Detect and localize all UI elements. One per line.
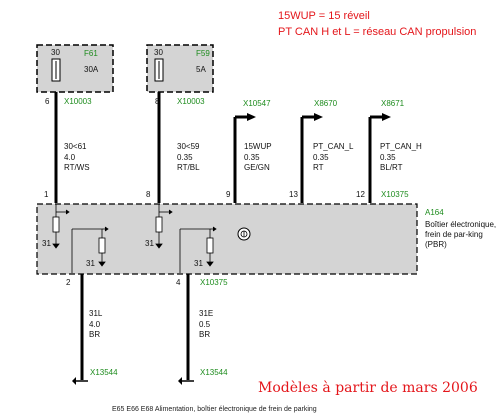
svg-text:RT: RT [313, 163, 324, 172]
ground-wire-label-2: 31E 0.5 BR [199, 309, 213, 339]
internal-resistor-3 [155, 204, 173, 249]
signal-wire-pt-can-h [368, 113, 391, 203]
wire-label-4: PT_CAN_L 0.35 RT [313, 142, 354, 172]
fuse-f61-connector: X10003 [64, 97, 92, 106]
svg-text:31E: 31E [199, 309, 213, 318]
svg-text:4.0: 4.0 [89, 320, 101, 329]
module-pin-top-9: 9 [226, 190, 231, 199]
fuse-f61-name: F61 [84, 49, 98, 58]
svg-text:30<59: 30<59 [177, 142, 200, 151]
fuse-f61-pin: 30 [51, 48, 60, 57]
svg-text:RT/WS: RT/WS [64, 163, 90, 172]
internal-resistor-2 [98, 226, 109, 267]
internal-label-31-a: 31 [42, 239, 51, 248]
header-note-2: PT CAN H et L = réseau CAN propulsion [278, 26, 476, 38]
fuse-f59-name: F59 [196, 49, 210, 58]
diagram-caption: E65 E66 E68 Alimentation, boîtier électr… [112, 406, 317, 413]
connector-x8671: X8671 [381, 99, 405, 108]
internal-label-31-c: 31 [145, 239, 154, 248]
svg-text:BR: BR [199, 330, 210, 339]
fuse-f59-connector: X10003 [177, 97, 205, 106]
fuse-f59-rating: 5A [196, 65, 206, 74]
internal-label-31-d: 31 [194, 259, 203, 268]
internal-label-31-b: 31 [86, 259, 95, 268]
fuse-box-f61: 30 F61 30A [36, 44, 114, 93]
svg-text:0.35: 0.35 [244, 153, 260, 162]
ground-wire-label-1: 31L 4.0 BR [89, 309, 103, 339]
svg-text:0.35: 0.35 [177, 153, 193, 162]
connector-x10547: X10547 [243, 99, 271, 108]
wire-label-2: 30<59 0.35 RT/BL [177, 142, 200, 172]
ground-terminal-1 [72, 377, 88, 385]
module-a164: A164 Boîtier électronique, frein de par-… [36, 203, 496, 275]
module-pin-top-1: 1 [44, 190, 49, 199]
svg-text:0.35: 0.35 [313, 153, 329, 162]
module-pin-top-8: 8 [146, 190, 151, 199]
signal-wire-pt-can-l [300, 113, 323, 203]
svg-text:4.0: 4.0 [64, 153, 76, 162]
fuse-f61-rating: 30A [84, 65, 99, 74]
svg-text:BR: BR [89, 330, 100, 339]
svg-text:BL/RT: BL/RT [380, 163, 403, 172]
svg-text:PT_CAN_H: PT_CAN_H [380, 142, 422, 151]
connector-x8670: X8670 [314, 99, 338, 108]
module-pin-top-13: 13 [289, 190, 298, 199]
ground-connector-2: X13544 [200, 368, 228, 377]
module-desc-line-2: frein de par-king [425, 230, 483, 239]
module-connector-bottom: X10375 [200, 278, 228, 287]
footer-note: Modèles à partir de mars 2006 [258, 379, 478, 396]
fuse-f59-pin: 30 [154, 48, 163, 57]
fuse-box-f59: 30 F59 5A [146, 44, 214, 93]
svg-text:GE/GN: GE/GN [244, 163, 270, 172]
module-pin-bottom-2: 2 [66, 278, 71, 287]
internal-bus [71, 228, 210, 273]
wire-label-3: 15WUP 0.35 GE/GN [244, 142, 272, 172]
module-pin-bottom-4: 4 [176, 278, 181, 287]
fuse-f61-out-pin: 6 [45, 97, 50, 106]
svg-text:31L: 31L [89, 309, 103, 318]
ground-terminal-2 [178, 377, 194, 385]
header-note-1: 15WUP = 15 réveil [278, 10, 370, 22]
signal-wire-15wup [233, 113, 256, 203]
svg-text:PT_CAN_L: PT_CAN_L [313, 142, 354, 151]
svg-text:0.35: 0.35 [380, 153, 396, 162]
internal-resistor-1 [52, 204, 70, 249]
module-desc-line-1: Boîtier électronique, [425, 220, 496, 229]
control-unit-icon [237, 227, 251, 241]
wire-label-5: PT_CAN_H 0.35 BL/RT [380, 142, 422, 172]
svg-text:30<61: 30<61 [64, 142, 87, 151]
svg-text:0.5: 0.5 [199, 320, 211, 329]
module-pin-top-12: 12 [356, 190, 365, 199]
ground-connector-1: X13544 [90, 368, 118, 377]
wire-label-1: 30<61 4.0 RT/WS [64, 142, 90, 172]
module-id: A164 [425, 208, 444, 217]
svg-text:RT/BL: RT/BL [177, 163, 200, 172]
svg-text:15WUP: 15WUP [244, 142, 272, 151]
internal-resistor-4 [206, 226, 217, 267]
module-desc-line-3: (PBR) [425, 240, 447, 249]
module-connector-top: X10375 [381, 190, 409, 199]
